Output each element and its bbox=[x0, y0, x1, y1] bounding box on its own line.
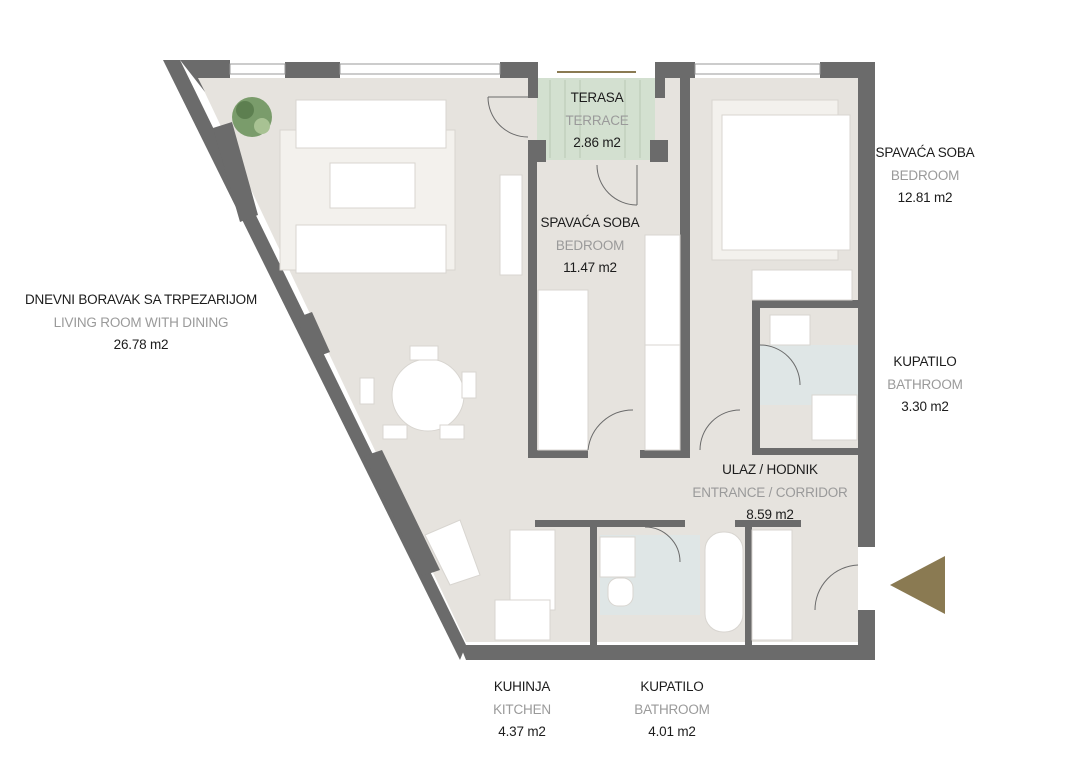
room-label-living: DNEVNI BORAVAK SA TRPEZARIJOM LIVING ROO… bbox=[25, 289, 257, 357]
room-name-en: BEDROOM bbox=[890, 167, 960, 183]
room-name-en: LIVING ROOM WITH DINING bbox=[53, 314, 229, 330]
room-label-entrance: ULAZ / HODNIK ENTRANCE / CORRIDOR 8.59 m… bbox=[692, 459, 847, 527]
room-area: 11.47 m2 bbox=[563, 260, 617, 275]
room-label-bedroom-small: SPAVAĆA SOBA BEDROOM 11.47 m2 bbox=[541, 212, 640, 280]
room-area: 2.86 m2 bbox=[573, 135, 621, 150]
room-name: KUHINJA bbox=[493, 679, 551, 694]
room-label-bathroom-upper: KUPATILO BATHROOM 3.30 m2 bbox=[887, 351, 963, 419]
terrace-floor bbox=[537, 78, 655, 160]
room-name: TERASA bbox=[570, 90, 624, 105]
terrace-decking bbox=[549, 80, 641, 158]
room-name: KUPATILO bbox=[893, 354, 957, 369]
room-name-en: BEDROOM bbox=[555, 237, 625, 253]
room-name: KUPATILO bbox=[640, 679, 704, 694]
room-name: SPAVAĆA SOBA bbox=[875, 145, 975, 160]
room-area: 8.59 m2 bbox=[746, 507, 794, 522]
furniture bbox=[279, 99, 858, 641]
room-label-bedroom-large: SPAVAĆA SOBA BEDROOM 12.81 m2 bbox=[876, 142, 975, 210]
doors bbox=[487, 96, 859, 611]
room-label-terrace: TERASA TERRACE 2.86 m2 bbox=[565, 87, 628, 155]
windows bbox=[229, 63, 821, 75]
room-area: 4.37 m2 bbox=[498, 724, 546, 739]
plant-icon bbox=[232, 97, 272, 137]
room-label-kitchen: KUHINJA KITCHEN 4.37 m2 bbox=[493, 676, 551, 744]
room-area: 26.78 m2 bbox=[113, 337, 169, 352]
room-name: DNEVNI BORAVAK SA TRPEZARIJOM bbox=[25, 292, 257, 307]
room-name-en: KITCHEN bbox=[493, 701, 551, 717]
outer-walls bbox=[163, 60, 875, 660]
room-area: 4.01 m2 bbox=[648, 724, 696, 739]
room-name-en: TERRACE bbox=[565, 112, 629, 128]
room-area: 3.30 m2 bbox=[901, 399, 949, 414]
room-name-en: BATHROOM bbox=[634, 701, 710, 717]
entrance-arrow-icon bbox=[890, 556, 945, 614]
room-name-en: ENTRANCE / CORRIDOR bbox=[692, 484, 848, 500]
room-label-bathroom-lower: KUPATILO BATHROOM 4.01 m2 bbox=[634, 676, 710, 744]
room-name: SPAVAĆA SOBA bbox=[540, 215, 640, 230]
interior-walls bbox=[528, 78, 858, 645]
room-name-en: BATHROOM bbox=[887, 376, 963, 392]
room-area: 12.81 m2 bbox=[897, 190, 953, 205]
room-name: ULAZ / HODNIK bbox=[722, 462, 818, 477]
